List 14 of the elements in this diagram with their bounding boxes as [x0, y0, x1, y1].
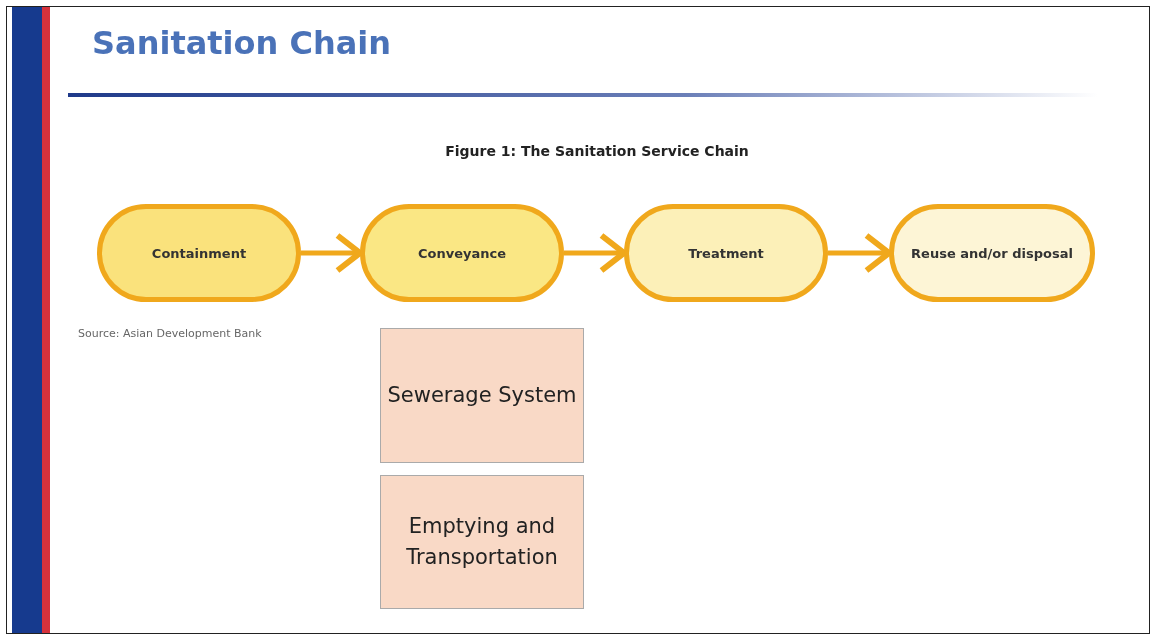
- arrow: [828, 232, 892, 274]
- stage-label: Containment: [151, 245, 247, 261]
- stage-label: Conveyance: [417, 245, 506, 261]
- process-box: [380, 475, 584, 609]
- figure-caption: Figure 1: The Sanitation Service Chain: [444, 143, 750, 159]
- source-note: Source: Asian Development Bank: [78, 327, 262, 340]
- stage-label: Reuse and/or disposal: [911, 245, 1073, 261]
- arrow: [564, 232, 627, 274]
- box-label: Emptying and Transportation: [405, 512, 559, 571]
- arrow: [301, 232, 363, 274]
- process-box: [380, 328, 584, 463]
- stage-label: Treatment: [688, 245, 764, 261]
- slide-title: Sanitation Chain: [92, 24, 392, 62]
- box-label: Sewerage System: [387, 381, 577, 409]
